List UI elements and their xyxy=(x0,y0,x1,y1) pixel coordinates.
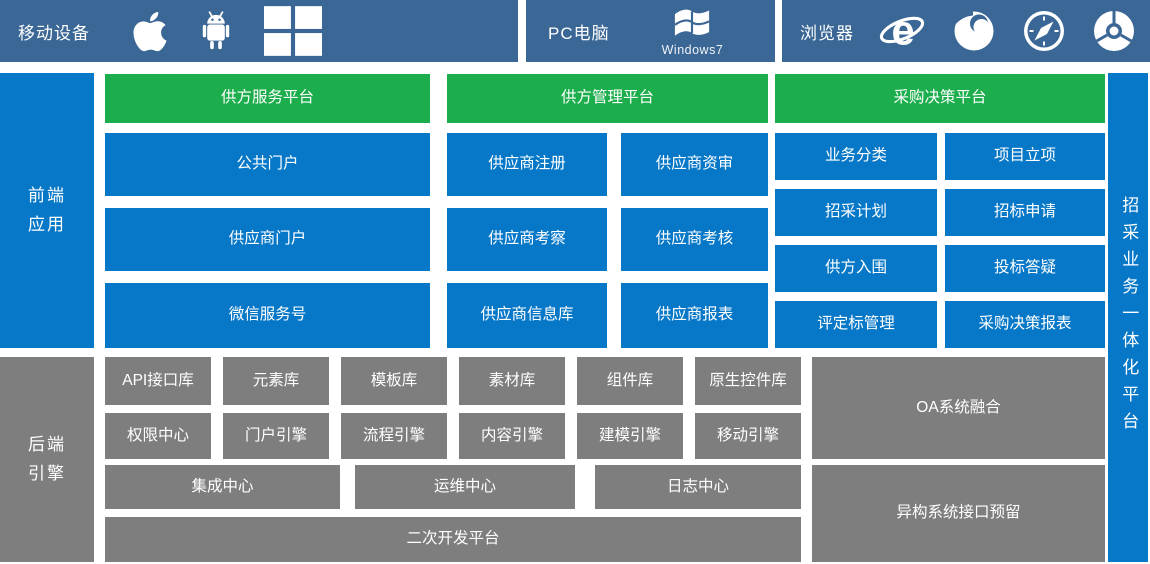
browser-label: 浏览器 xyxy=(800,23,854,43)
topbar-section-pc: PC电脑 Windows7 xyxy=(526,0,775,62)
box-business-category: 业务分类 xyxy=(775,133,937,180)
supplier-service-platform-header: 供方服务平台 xyxy=(105,74,430,123)
frontend-sidebar-label: 前端 应用 xyxy=(0,73,94,348)
mobile-devices-label: 移动设备 xyxy=(18,23,90,43)
box-bid-evaluation-management: 评定标管理 xyxy=(775,301,937,348)
box-supplier-shortlist: 供方入围 xyxy=(775,245,937,292)
box-modeling-engine: 建模引擎 xyxy=(577,413,683,459)
box-native-control-library: 原生控件库 xyxy=(695,357,801,405)
box-component-library: 组件库 xyxy=(577,357,683,405)
box-content-engine: 内容引擎 xyxy=(459,413,565,459)
box-permission-center: 权限中心 xyxy=(105,413,211,459)
box-oa-integration: OA系统融合 xyxy=(812,357,1105,459)
ie-icon: e xyxy=(879,7,925,54)
box-mobile-engine: 移动引擎 xyxy=(695,413,801,459)
box-bid-application: 招标申请 xyxy=(945,189,1105,236)
box-supplier-assessment: 供应商考核 xyxy=(621,208,768,271)
firefox-icon xyxy=(954,11,994,51)
box-ops-center: 运维中心 xyxy=(355,465,575,509)
topbar-section-mobile: 移动设备 xyxy=(0,0,518,62)
browser-icons: e xyxy=(876,6,1138,56)
box-procurement-plan: 招采计划 xyxy=(775,189,937,236)
supplier-management-platform-header: 供方管理平台 xyxy=(447,74,768,123)
box-project-initiation: 项目立项 xyxy=(945,133,1105,180)
apple-icon xyxy=(133,11,167,51)
safari-icon xyxy=(1024,11,1064,51)
chrome-icon xyxy=(1094,11,1134,51)
box-supplier-registration: 供应商注册 xyxy=(447,133,607,196)
box-bid-clarification: 投标答疑 xyxy=(945,245,1105,292)
box-element-library: 元素库 xyxy=(223,357,329,405)
windows7-caption: Windows7 xyxy=(661,42,724,57)
vertical-banner: 招采业务一体化平台 xyxy=(1108,73,1148,562)
box-portal-engine: 门户引擎 xyxy=(223,413,329,459)
box-secondary-dev-platform: 二次开发平台 xyxy=(105,517,801,562)
box-supplier-reports: 供应商报表 xyxy=(621,283,768,348)
windows7-icon xyxy=(674,9,711,36)
pc-label: PC电脑 xyxy=(548,23,610,43)
windows-icon xyxy=(264,6,322,56)
backend-sidebar-label: 后端 引擎 xyxy=(0,357,94,562)
box-wechat-service-account: 微信服务号 xyxy=(105,283,430,348)
box-api-library: API接口库 xyxy=(105,357,211,405)
box-supplier-info-library: 供应商信息库 xyxy=(447,283,607,348)
mobile-icons xyxy=(132,6,322,56)
windows7-logo: Windows7 xyxy=(662,6,724,57)
box-integration-center: 集成中心 xyxy=(105,465,340,509)
box-public-portal: 公共门户 xyxy=(105,133,430,196)
box-supplier-portal: 供应商门户 xyxy=(105,208,430,271)
box-workflow-engine: 流程引擎 xyxy=(341,413,447,459)
procurement-decision-platform-header: 采购决策平台 xyxy=(775,74,1105,123)
box-supplier-inspection: 供应商考察 xyxy=(447,208,607,271)
box-procurement-decision-reports: 采购决策报表 xyxy=(945,301,1105,348)
box-log-center: 日志中心 xyxy=(595,465,801,509)
box-supplier-qualification-review: 供应商资审 xyxy=(621,133,768,196)
box-heterogeneous-interface-reserve: 异构系统接口预留 xyxy=(812,465,1105,562)
android-icon xyxy=(202,11,230,50)
box-template-library: 模板库 xyxy=(341,357,447,405)
box-material-library: 素材库 xyxy=(459,357,565,405)
topbar-section-browser: 浏览器 e xyxy=(782,0,1150,62)
svg-text:e: e xyxy=(891,7,914,54)
